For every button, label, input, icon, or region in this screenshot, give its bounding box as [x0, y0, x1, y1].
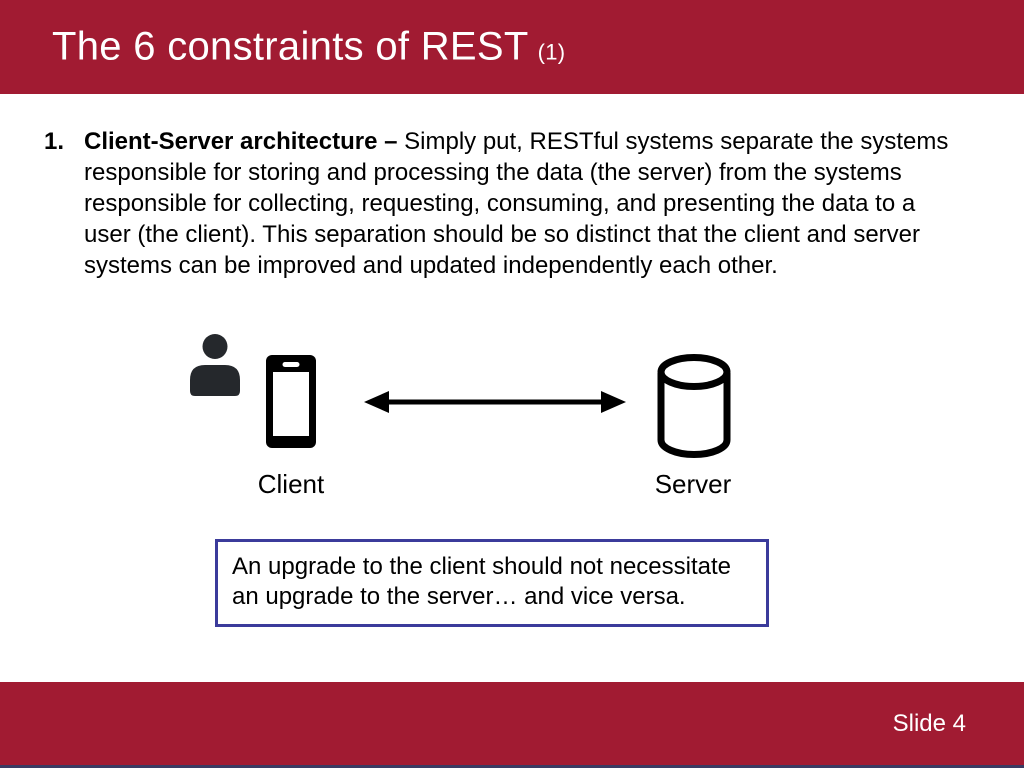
list-number: 1.	[44, 128, 65, 155]
footer-accent-strip	[0, 765, 1024, 768]
smartphone-icon	[266, 355, 316, 448]
double-arrow-icon	[364, 387, 626, 422]
title-bar: The 6 constraints of REST (1)	[0, 0, 1024, 94]
page-title: The 6 constraints of REST (1)	[52, 25, 565, 70]
client-label: Client	[257, 469, 325, 499]
database-cylinder-icon	[654, 351, 734, 464]
footer-bar: Slide 4	[0, 682, 1024, 768]
slide-number: Slide 4	[892, 710, 966, 737]
server-label: Server	[654, 469, 732, 499]
body-paragraph: 1. Client-Server architecture – Simply p…	[44, 126, 964, 281]
user-icon	[190, 333, 240, 402]
phone-screen	[273, 372, 309, 436]
constraint-description: Simply put, RESTful systems separate the…	[84, 128, 949, 279]
callout-box: An upgrade to the client should not nece…	[215, 539, 769, 627]
phone-speaker	[282, 362, 300, 367]
list-content: Client-Server architecture – Simply put,…	[84, 126, 964, 281]
constraint-term: Client-Server architecture –	[84, 128, 405, 155]
callout-text: An upgrade to the client should not nece…	[232, 553, 732, 610]
page-title-suffix: (1)	[537, 39, 566, 65]
page-title-text: The 6 constraints of REST	[52, 24, 529, 69]
